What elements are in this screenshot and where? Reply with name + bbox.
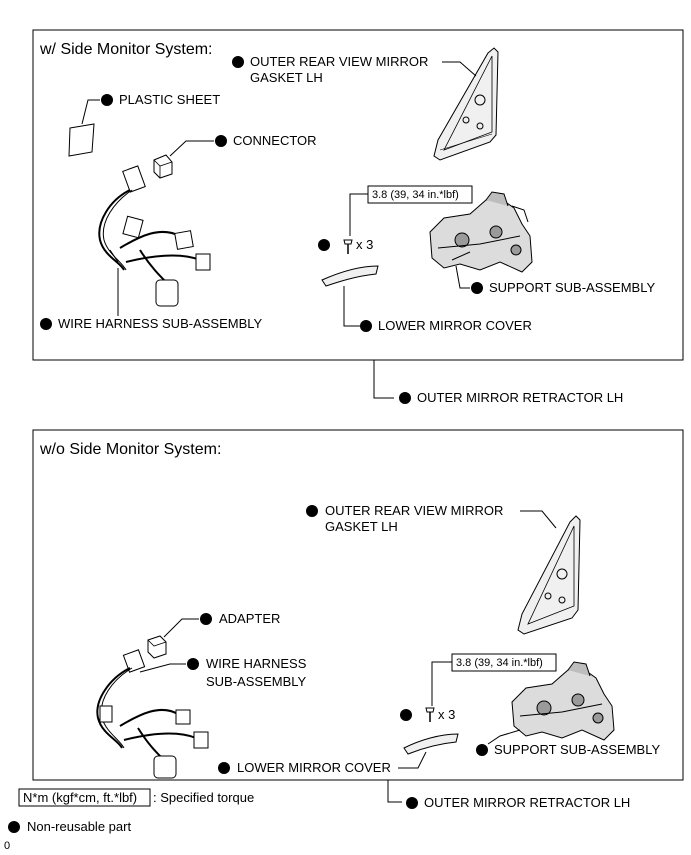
gasket-part-bottom (517, 515, 581, 635)
leader-torque-bottom (431, 661, 452, 706)
leader-support-top (455, 265, 470, 289)
label-gasket-bottom-1: OUTER REAR VIEW MIRROR (325, 503, 503, 518)
label-retractor-top: OUTER MIRROR RETRACTOR LH (417, 390, 623, 405)
label-gasket-top-2: GASKET LH (250, 70, 323, 85)
leader-torque-top (349, 193, 368, 236)
screw-icon-bottom (425, 707, 435, 722)
bullet-screw-bottom (400, 709, 412, 721)
legend-torque-desc: : Specified torque (153, 790, 254, 805)
leader-wire-harness-bottom (139, 663, 186, 673)
label-torque-top: 3.8 (39, 34 in.*lbf) (372, 189, 459, 201)
wire-harness-part-bottom (96, 649, 209, 779)
bullet-gasket-top (232, 56, 244, 68)
label-adapter: ADAPTER (219, 611, 280, 626)
label-gasket-top-1: OUTER REAR VIEW MIRROR (250, 54, 428, 69)
connector-part (153, 154, 173, 179)
label-support-top: SUPPORT SUB-ASSEMBLY (489, 280, 655, 295)
label-plastic-sheet: PLASTIC SHEET (119, 92, 220, 107)
leader-retractor-top (373, 360, 394, 399)
label-gasket-bottom-2: GASKET LH (325, 519, 398, 534)
gasket-part-top (433, 47, 499, 161)
leader-adapter (163, 618, 199, 638)
bullet-wire-harness-top (40, 318, 52, 330)
label-lower-cover-bottom: LOWER MIRROR COVER (237, 760, 391, 775)
support-subassembly-part-top (429, 191, 533, 273)
label-connector: CONNECTOR (233, 133, 317, 148)
bullet-support-bottom (476, 744, 488, 756)
bullet-plastic-sheet (101, 94, 113, 106)
wire-harness-part-top (98, 165, 211, 307)
label-qty-top: x 3 (356, 237, 373, 252)
screw-icon-top (343, 239, 353, 254)
leader-gasket-top (442, 61, 477, 77)
legend-bullet-icon (8, 821, 20, 833)
bullet-adapter (200, 613, 212, 625)
leader-connector (169, 140, 214, 157)
leader-plastic-sheet (81, 99, 100, 125)
label-support-bottom: SUPPORT SUB-ASSEMBLY (494, 742, 660, 757)
figure-code: 0 (4, 840, 10, 852)
label-wire-harness-bottom-2: SUB-ASSEMBLY (206, 674, 307, 689)
legend-torque-box (18, 788, 151, 807)
label-wire-harness-bottom-1: WIRE HARNESS (206, 656, 307, 671)
bullet-lower-cover-top (360, 320, 372, 332)
bullet-wire-harness-bottom (187, 658, 199, 670)
panel-bottom-title: w/o Side Monitor System: (39, 441, 221, 458)
bullet-screw-top (318, 239, 330, 251)
bullet-connector (215, 135, 227, 147)
plastic-sheet-part (68, 123, 95, 157)
leader-retractor-bottom (387, 780, 402, 803)
support-subassembly-part-bottom (511, 661, 615, 741)
legend-non-reusable: Non-reusable part (27, 819, 131, 834)
bullet-retractor-top (399, 392, 411, 404)
panel-bottom-frame (32, 429, 684, 781)
lower-mirror-cover-part-top (321, 265, 379, 287)
legend-torque-box-text: N*m (kgf*cm, ft.*lbf) (23, 790, 137, 805)
panel-top-title: w/ Side Monitor System: (39, 41, 213, 58)
label-qty-bottom: x 3 (438, 707, 455, 722)
adapter-part (147, 635, 167, 659)
leader-lower-cover-bottom (398, 751, 427, 769)
label-retractor-bottom: OUTER MIRROR RETRACTOR LH (424, 795, 630, 810)
bullet-retractor-bottom (406, 797, 418, 809)
leader-support-bottom (487, 729, 521, 745)
leader-lower-cover-top (343, 286, 360, 327)
panel-top-frame (32, 29, 684, 361)
leader-gasket-bottom (520, 510, 557, 529)
bullet-support-top (471, 282, 483, 294)
label-lower-cover-top: LOWER MIRROR COVER (378, 318, 532, 333)
label-torque-bottom: 3.8 (39, 34 in.*lbf) (456, 657, 543, 669)
bullet-gasket-bottom (306, 505, 318, 517)
lower-mirror-cover-part-bottom (403, 733, 459, 755)
bullet-lower-cover-bottom (218, 762, 230, 774)
label-wire-harness-top: WIRE HARNESS SUB-ASSEMBLY (58, 316, 263, 331)
